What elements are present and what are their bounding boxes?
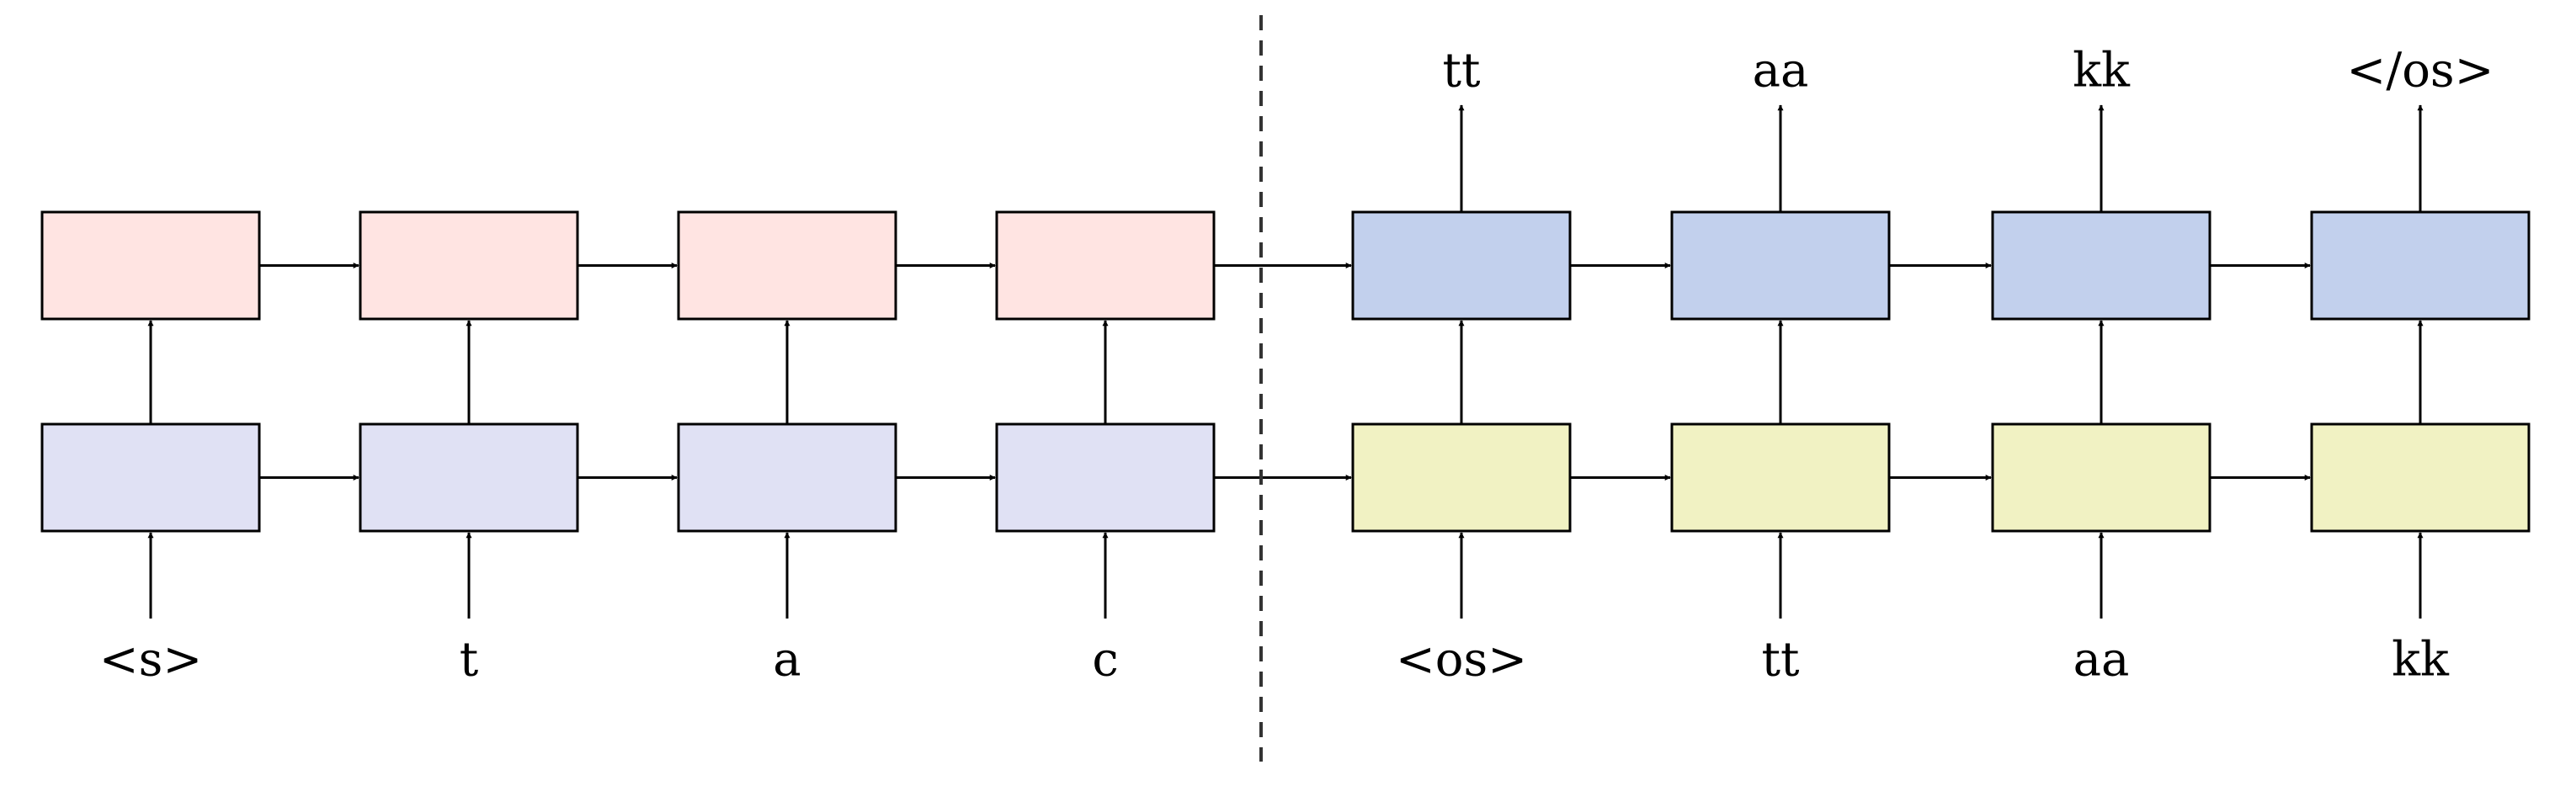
decoder-output-token: aa bbox=[1753, 44, 1809, 98]
decoder-input-token: tt bbox=[1761, 633, 1800, 688]
encoder-lower-cell bbox=[359, 422, 579, 533]
encoder-input-token: a bbox=[773, 633, 801, 688]
encoder-input-token: <s> bbox=[99, 633, 203, 688]
cells-layer bbox=[40, 210, 2531, 533]
decoder-lower-cell bbox=[2310, 422, 2531, 533]
decoder-upper-cell bbox=[1991, 210, 2211, 321]
edges-layer bbox=[147, 104, 2424, 619]
decoder-output-token: </os> bbox=[2346, 44, 2494, 98]
decoder-output-token: kk bbox=[2073, 44, 2131, 98]
encoder-lower-cell bbox=[995, 422, 1216, 533]
decoder-upper-cell bbox=[2310, 210, 2531, 321]
encoder-upper-cell bbox=[359, 210, 579, 321]
encoder-upper-cell bbox=[677, 210, 897, 321]
encoder-lower-cell bbox=[677, 422, 897, 533]
decoder-lower-cell bbox=[1991, 422, 2211, 533]
labels-layer: <s> t a c <os> tt tt aa aa kk kk </os> bbox=[99, 44, 2494, 688]
decoder-upper-cell bbox=[1351, 210, 1572, 321]
decoder-input-token: <os> bbox=[1396, 633, 1527, 688]
decoder-output-token: tt bbox=[1442, 44, 1481, 98]
decoder-upper-cell bbox=[1670, 210, 1891, 321]
decoder-input-token: kk bbox=[2392, 633, 2450, 688]
encoder-input-token: t bbox=[460, 633, 479, 688]
decoder-input-token: aa bbox=[2073, 633, 2130, 688]
encoder-input-token: c bbox=[1092, 633, 1118, 688]
decoder-lower-cell bbox=[1670, 422, 1891, 533]
encoder-upper-cell bbox=[40, 210, 261, 321]
encoder-lower-cell bbox=[40, 422, 261, 533]
encoder-upper-cell bbox=[995, 210, 1216, 321]
decoder-lower-cell bbox=[1351, 422, 1572, 533]
